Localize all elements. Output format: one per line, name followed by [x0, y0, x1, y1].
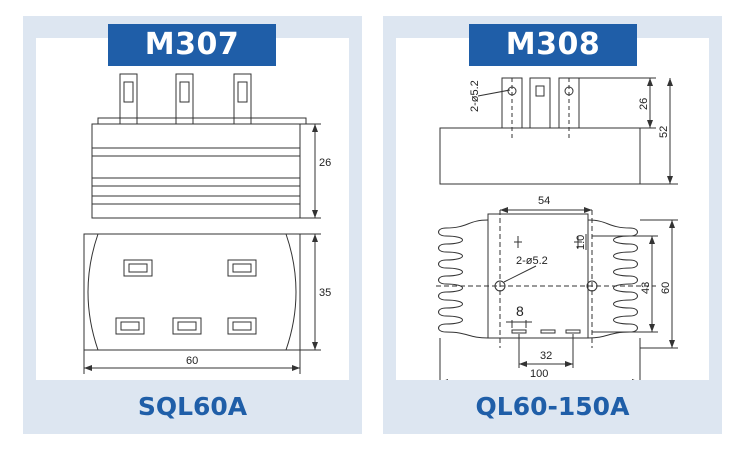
terminal-2 — [175, 73, 194, 125]
product-card-m308: 2-ø5.2 26 52 54 1.0 2-ø5.2 43 60 8 32 10… — [383, 16, 722, 434]
heatsink-fins-left — [438, 219, 489, 339]
body-side-view — [91, 123, 301, 219]
dim-hole-side: 2-ø5.2 — [516, 255, 548, 267]
mount-pad-2 — [227, 259, 257, 277]
terminal-1 — [119, 73, 138, 125]
heatsink-body — [487, 213, 589, 339]
dim-height-top: 26 — [319, 157, 331, 169]
drawing-panel-m308: 2-ø5.2 26 52 54 1.0 2-ø5.2 43 60 8 32 10… — [396, 38, 709, 380]
part-number: SQL60A — [137, 392, 248, 421]
heatsink-fins-right — [587, 219, 638, 339]
body-bottom-view — [83, 233, 301, 351]
part-number: QL60-150A — [475, 392, 630, 421]
dim-width: 60 — [186, 355, 198, 367]
mount-pad-1 — [123, 259, 153, 277]
dim-height-terminal: 26 — [638, 98, 650, 110]
body-side-view — [439, 127, 641, 185]
mount-pad-4 — [172, 317, 202, 335]
dim-height-bottom: 35 — [319, 287, 331, 299]
dim-width-total: 100 — [530, 368, 548, 380]
technical-drawing-m307: 26 35 60 — [83, 73, 331, 374]
dim-gap-small: 1.0 — [575, 235, 587, 250]
product-card-m307: 26 35 60 M307 SQL60A — [23, 16, 362, 434]
dim-pitch: 8 — [516, 303, 524, 319]
terminal-3 — [233, 73, 252, 125]
mount-pad-5 — [227, 317, 257, 335]
dim-height-total: 52 — [658, 126, 670, 138]
technical-drawing-m308: 2-ø5.2 26 52 54 1.0 2-ø5.2 43 60 8 32 10… — [436, 77, 678, 380]
mount-pad-3 — [115, 317, 145, 335]
dim-width-top: 54 — [538, 195, 550, 207]
dim-height-outer: 60 — [660, 282, 672, 294]
drawing-panel-m307: 26 35 60 — [36, 38, 349, 380]
terminal-2 — [529, 77, 551, 129]
model-tag: M308 — [469, 24, 637, 66]
model-tag: M307 — [108, 24, 276, 66]
dim-hole-top: 2-ø5.2 — [469, 80, 481, 112]
dim-spacing: 32 — [540, 350, 552, 362]
dim-height-inner: 43 — [640, 282, 652, 294]
